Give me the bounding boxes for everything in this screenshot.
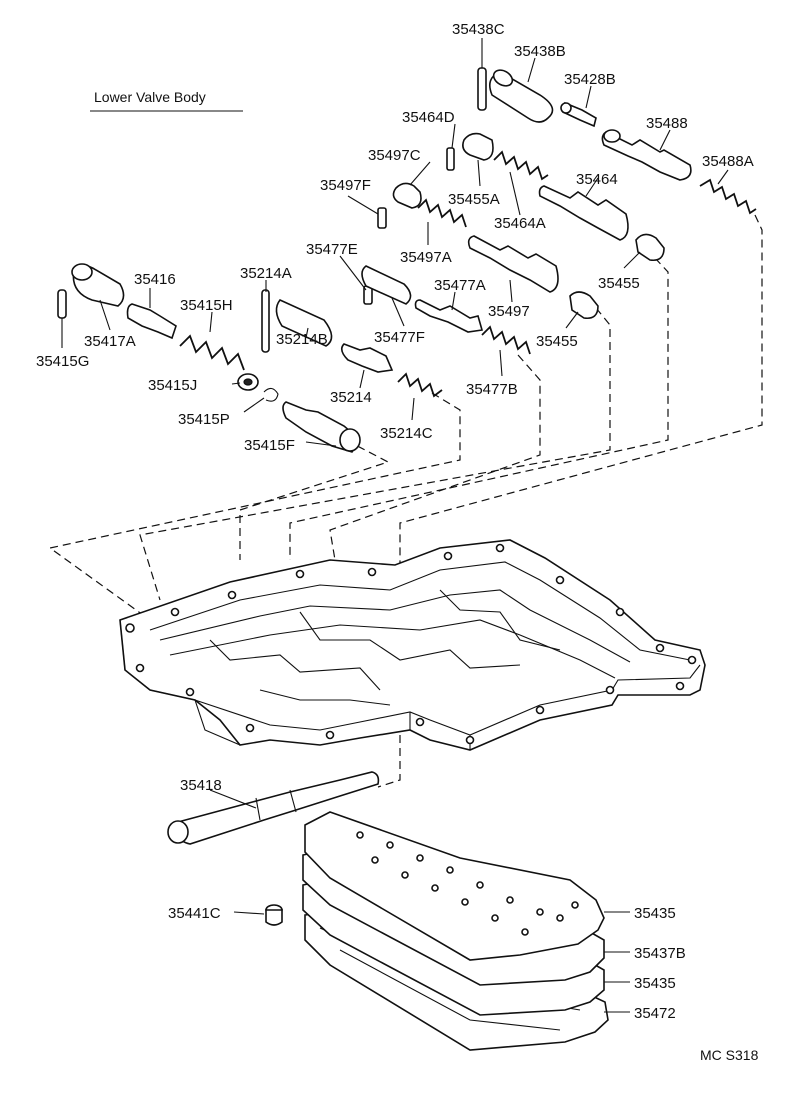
part-35488A-spring [699, 178, 757, 215]
part-35455-plug-upper [635, 233, 665, 262]
part-35455-plug-middle [569, 291, 599, 320]
label-35455-upper: 35455 [598, 275, 640, 292]
label-35428B: 35428B [564, 71, 616, 88]
part-35497F-plug [392, 182, 422, 209]
label-35477E: 35477E [306, 241, 358, 258]
label-35214B: 35214B [276, 331, 328, 348]
label-35435-upper: 35435 [634, 905, 676, 922]
part-35477B-spring [481, 325, 531, 355]
part-35464-valve [538, 185, 629, 241]
label-35415H: 35415H [180, 297, 233, 314]
part-35438B-plug [489, 69, 554, 123]
drawing-code: MC S318 [700, 1047, 759, 1063]
part-35417A-plug [71, 263, 125, 307]
label-35488: 35488 [646, 115, 688, 132]
label-35477A: 35477A [434, 277, 486, 294]
part-35497A-spring [417, 198, 467, 228]
part-35214C-spring [397, 372, 443, 398]
label-35477F: 35477F [374, 329, 425, 346]
label-35437B: 35437B [634, 945, 686, 962]
part-35488-valve [601, 129, 692, 181]
label-35438C: 35438C [452, 21, 505, 38]
label-35488A: 35488A [702, 153, 754, 170]
label-35418: 35418 [180, 777, 222, 794]
label-35497F: 35497F [320, 177, 371, 194]
part-35428B-valve [560, 101, 597, 128]
part-35497-valve [467, 235, 559, 293]
label-35415P: 35415P [178, 411, 230, 428]
diagram-title: Lower Valve Body [94, 89, 206, 105]
part-35464D-pin [446, 147, 455, 171]
part-35435-plate-upper [304, 811, 605, 961]
part-35441C-strainer [265, 904, 283, 926]
part-35416-valve [126, 303, 177, 340]
part-35477A-valve [414, 299, 484, 333]
label-35214: 35214 [330, 389, 372, 406]
part-35455A-plug [462, 132, 494, 161]
part-35497F-pin [377, 207, 387, 229]
part-35477F-plug [361, 265, 412, 305]
part-35214A-pin [261, 289, 270, 353]
label-35455A: 35455A [448, 191, 500, 208]
lower-valve-body-casting [119, 539, 706, 751]
label-35464: 35464 [576, 171, 618, 188]
label-35497: 35497 [488, 303, 530, 320]
assembly-guide-lines [48, 214, 763, 788]
part-35415J-washer [237, 373, 259, 391]
label-35415J: 35415J [148, 377, 197, 394]
label-35472: 35472 [634, 1005, 676, 1022]
part-35418-valve [167, 771, 380, 845]
label-35214C: 35214C [380, 425, 433, 442]
part-35415H-spring [179, 334, 245, 371]
label-35214A: 35214A [240, 265, 292, 282]
part-35438C-pin [477, 67, 487, 111]
label-35416: 35416 [134, 271, 176, 288]
part-35214B-plug [275, 299, 333, 347]
label-35438B: 35438B [514, 43, 566, 60]
label-35464D: 35464D [402, 109, 455, 126]
part-35464A-spring [493, 150, 549, 181]
label-35435-lower: 35435 [634, 975, 676, 992]
label-35415F: 35415F [244, 437, 295, 454]
part-35214-valve [340, 343, 394, 373]
label-35464A: 35464A [494, 215, 546, 232]
label-35417A: 35417A [84, 333, 136, 350]
label-35477B: 35477B [466, 381, 518, 398]
part-35415F-valve [282, 401, 361, 453]
label-35497C: 35497C [368, 147, 421, 164]
part-35415P-clip [263, 387, 279, 402]
label-35497A: 35497A [400, 249, 452, 266]
label-35415G: 35415G [36, 353, 89, 370]
leader-lines [61, 38, 729, 1013]
label-35441C: 35441C [168, 905, 221, 922]
part-35415G-pin [57, 289, 67, 319]
label-35455-middle: 35455 [536, 333, 578, 350]
